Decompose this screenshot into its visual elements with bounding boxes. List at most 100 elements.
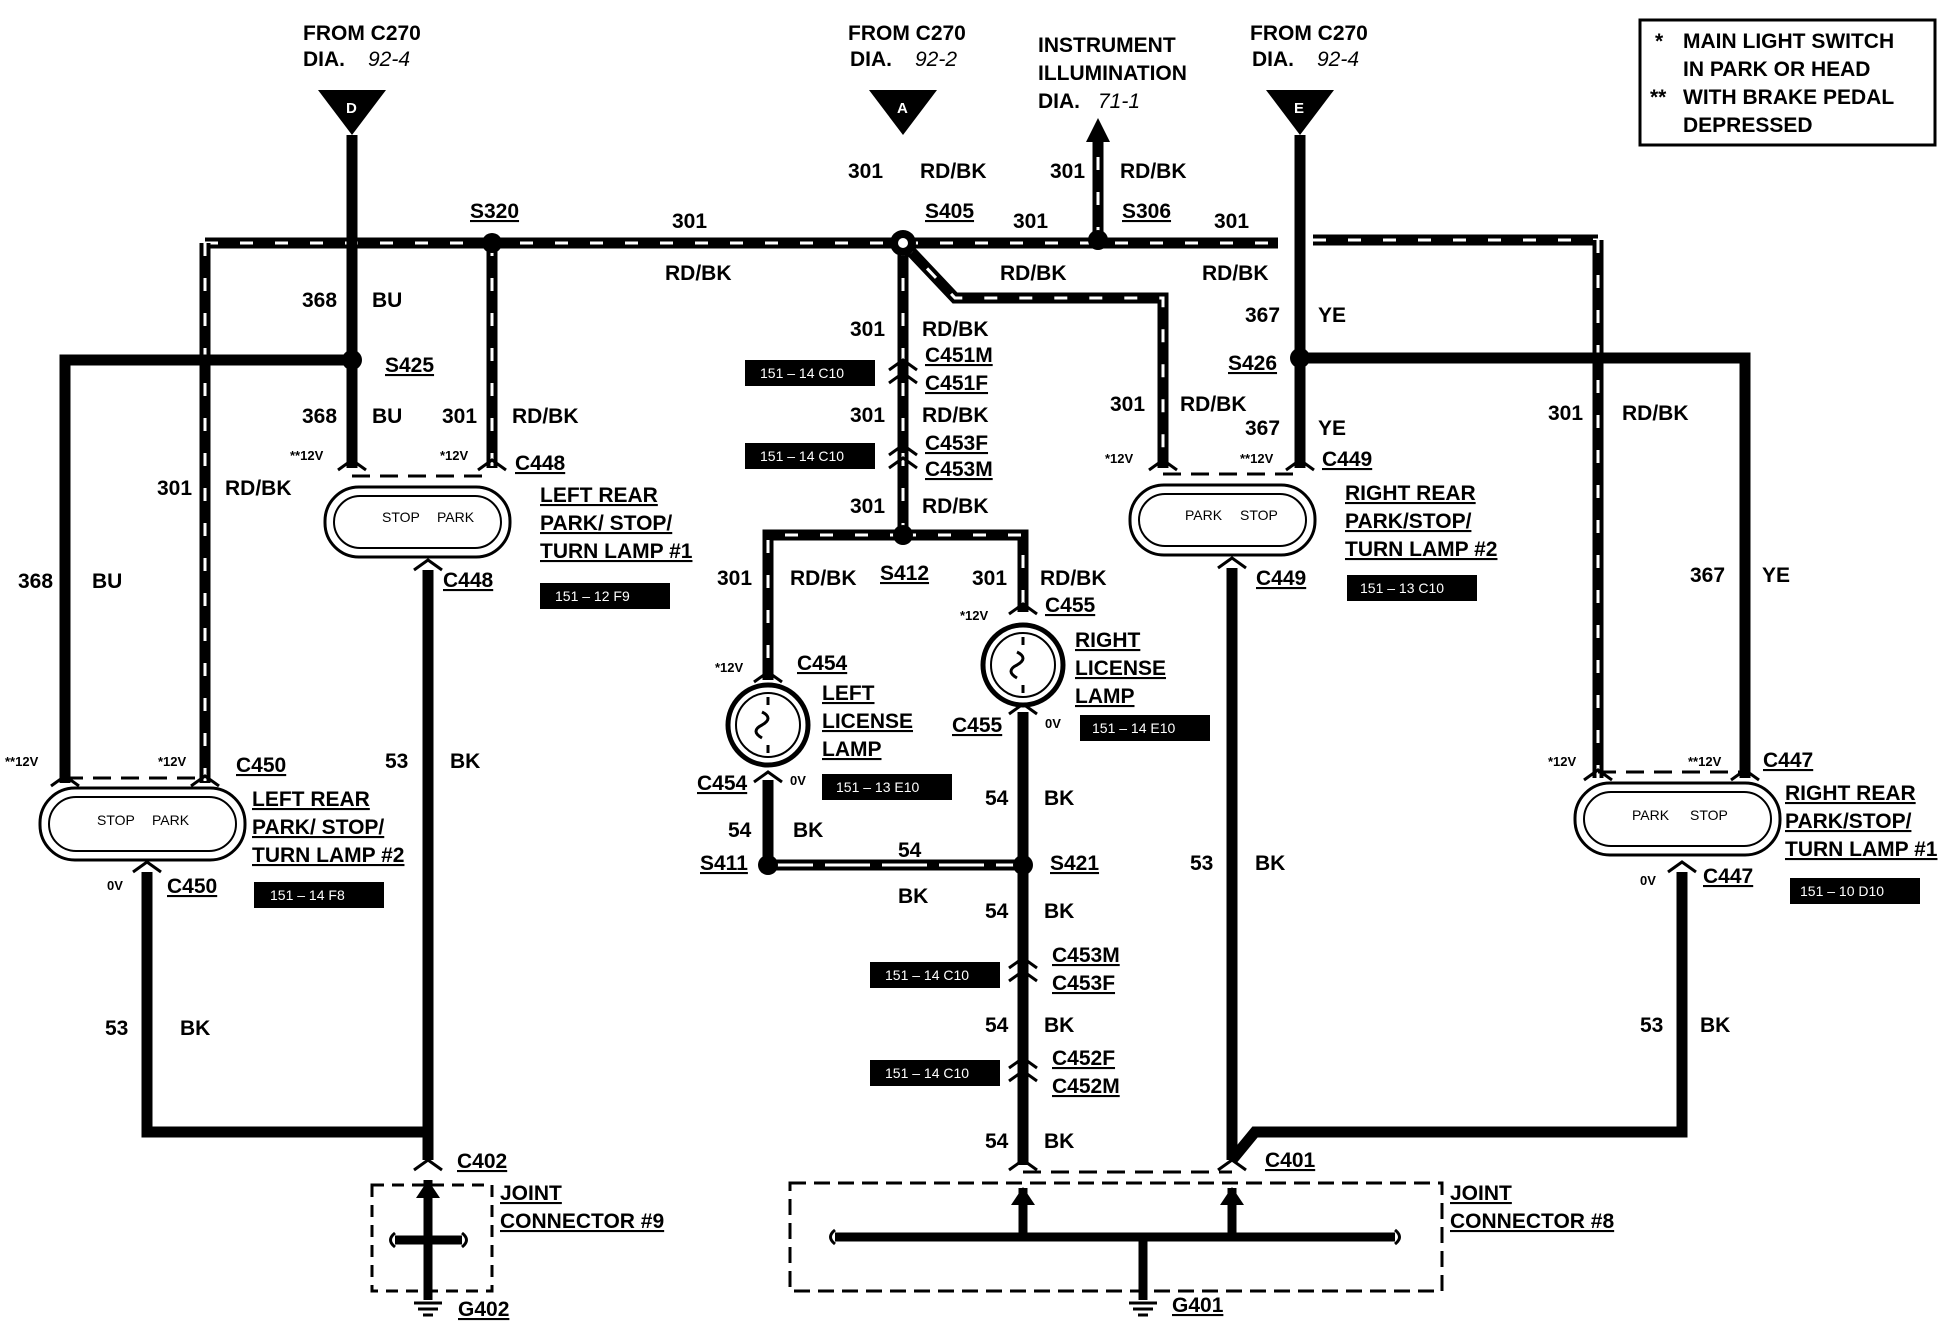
label-301-instr: 301 — [1050, 160, 1085, 183]
label-rdbk-instr: RD/BK — [1120, 160, 1187, 183]
splice-s426-dot — [1290, 348, 1310, 368]
label-bk-r1: BK — [1044, 787, 1074, 810]
joint9-line2: CONNECTOR #9 — [500, 1210, 664, 1233]
source-a-dia: 92-2 — [915, 48, 957, 71]
label-bk-r4: BK — [1044, 1130, 1074, 1153]
label-301-a-3: 301 — [850, 404, 885, 427]
v-c450-left: **12V — [5, 754, 39, 769]
label-54-r2: 54 — [985, 900, 1009, 923]
ref-c453-bottom: 151 – 14 C10 — [885, 967, 969, 983]
wire-53-c447-c401 — [1227, 872, 1688, 1164]
label-301-bus-1: 301 — [672, 210, 707, 233]
reference-tags: 151 – 14 C10 151 – 14 C10 151 – 14 C10 1… — [745, 360, 1000, 1086]
label-301-left: 301 — [157, 477, 192, 500]
splice-s320: S320 — [470, 200, 519, 223]
label-53-c447: 53 — [1640, 1014, 1663, 1037]
lamp-rr2-name1: RIGHT REAR — [1345, 482, 1476, 505]
label-rdbk-diag: RD/BK — [1180, 393, 1247, 416]
v-c449-left: *12V — [1105, 451, 1134, 466]
label-301-diag: 301 — [1110, 393, 1145, 416]
conn-c449-bottom: C449 — [1256, 567, 1306, 590]
lamp-lr1-name1: LEFT REAR — [540, 484, 658, 507]
label-301-right: 301 — [1548, 402, 1583, 425]
v-c455: *12V — [960, 608, 989, 623]
source-d-dia-label: DIA. — [303, 48, 345, 71]
splice-s411-dot — [758, 855, 778, 875]
label-bk-r2: BK — [1044, 900, 1074, 923]
lamp-lr2-left: STOP — [97, 812, 135, 828]
source-e-from: FROM C270 — [1250, 22, 1368, 45]
lamp-rr1-left: PARK — [1632, 807, 1670, 823]
splices: S320 S405 S306 S425 S426 S412 S411 S421 — [342, 200, 1310, 875]
conn-c453m-bottom: C453M — [1052, 944, 1120, 967]
label-367-mid: 367 — [1245, 417, 1280, 440]
label-rdbk-s320: RD/BK — [512, 405, 579, 428]
label-301-bus-2: 301 — [1013, 210, 1048, 233]
lamp-right-rear-1: PARK STOP RIGHT REAR PARK/STOP/ TURN LAM… — [1573, 770, 1938, 904]
conn-c450-top: C450 — [236, 754, 286, 777]
label-54-r1: 54 — [985, 787, 1009, 810]
label-301-s320: 301 — [442, 405, 477, 428]
lamp-llic-name1: LEFT — [822, 682, 875, 705]
label-301-bus-3: 301 — [1214, 210, 1249, 233]
lamp-rr1-name1: RIGHT REAR — [1785, 782, 1916, 805]
v-c448-right: *12V — [440, 448, 469, 463]
connector-labels: C451M C451F C453F C453M C448 C448 C449 C… — [167, 344, 1813, 1173]
lamp-lr2-name2: PARK/ STOP/ — [252, 816, 384, 839]
conn-c453f-bottom: C453F — [1052, 972, 1115, 995]
label-ye-top: YE — [1318, 304, 1346, 327]
lamp-lr2-name3: TURN LAMP #2 — [252, 844, 404, 867]
lamp-left-rear-1: STOP PARK LEFT REAR PARK/ STOP/ TURN LAM… — [323, 474, 693, 609]
legend-line-1: MAIN LIGHT SWITCH — [1683, 30, 1894, 53]
connector-pins — [50, 358, 1760, 1172]
lamp-left-rear-2: STOP PARK LEFT REAR PARK/ STOP/ TURN LAM… — [38, 776, 404, 908]
v-c447-bottom: 0V — [1640, 873, 1656, 888]
ref-c452: 151 – 14 C10 — [885, 1065, 969, 1081]
lamp-lr1-right: PARK — [437, 509, 475, 525]
legend-line-3: WITH BRAKE PEDAL — [1683, 86, 1894, 109]
lamp-rr1-name3: TURN LAMP #1 — [1785, 838, 1938, 861]
lamp-llic-name2: LICENSE — [822, 710, 913, 733]
joint8-line1: JOINT — [1450, 1182, 1512, 1205]
label-rdbk-bus-2: RD/BK — [1000, 262, 1067, 285]
lamp-rr2-name2: PARK/STOP/ — [1345, 510, 1472, 533]
label-bu-mid: BU — [372, 405, 402, 428]
source-e-letter: E — [1294, 100, 1304, 117]
label-bk-horiz: BK — [898, 885, 928, 908]
label-367-top: 367 — [1245, 304, 1280, 327]
v-c455-bottom: 0V — [1045, 716, 1061, 731]
splice-s421-dot — [1013, 855, 1033, 875]
label-rdbk-a-4: RD/BK — [922, 495, 989, 518]
label-bu-top: BU — [372, 289, 402, 312]
lamp-right-license: RIGHT LICENSE LAMP 151 – 14 E10 — [980, 622, 1210, 741]
conn-c450-bottom: C450 — [167, 875, 217, 898]
v-c449-right: **12V — [1240, 451, 1274, 466]
lamp-lr2-name1: LEFT REAR — [252, 788, 370, 811]
wire-53-c450-c402 — [141, 872, 428, 1138]
label-rdbk-a: RD/BK — [920, 160, 987, 183]
lamp-lr1-name3: TURN LAMP #1 — [540, 540, 693, 563]
joint9-line1: JOINT — [500, 1182, 562, 1205]
v-c448-left: **12V — [290, 448, 324, 463]
lamp-left-license: LEFT LICENSE LAMP 151 – 13 E10 — [725, 682, 952, 800]
conn-c449-top: C449 — [1322, 448, 1372, 471]
v-c454-bottom: 0V — [790, 773, 806, 788]
source-d: D FROM C270 DIA. 92-4 — [303, 22, 421, 135]
conn-c402: C402 — [457, 1150, 507, 1173]
lamp-llic-name3: LAMP — [822, 738, 882, 761]
ref-c451: 151 – 14 C10 — [760, 365, 844, 381]
conn-c447-top: C447 — [1763, 749, 1813, 772]
v-c450-bottom: 0V — [107, 878, 123, 893]
legend: * MAIN LIGHT SWITCH IN PARK OR HEAD ** W… — [1638, 18, 1937, 147]
lamp-lr2-ref: 151 – 14 F8 — [270, 887, 345, 903]
lamp-lr1-left: STOP — [382, 509, 420, 525]
lamp-rr1-name2: PARK/STOP/ — [1785, 810, 1912, 833]
splice-s425: S425 — [385, 354, 434, 377]
label-bk-c449: BK — [1255, 852, 1285, 875]
lamp-right-rear-2: PARK STOP RIGHT REAR PARK/STOP/ TURN LAM… — [1128, 472, 1497, 601]
lamp-rr2-right: STOP — [1240, 507, 1278, 523]
conn-c448-bottom: C448 — [443, 569, 494, 592]
label-54-horiz: 54 — [898, 839, 922, 862]
legend-mark-1: * — [1655, 30, 1664, 53]
source-a: A FROM C270 DIA. 92-2 — [848, 22, 966, 135]
